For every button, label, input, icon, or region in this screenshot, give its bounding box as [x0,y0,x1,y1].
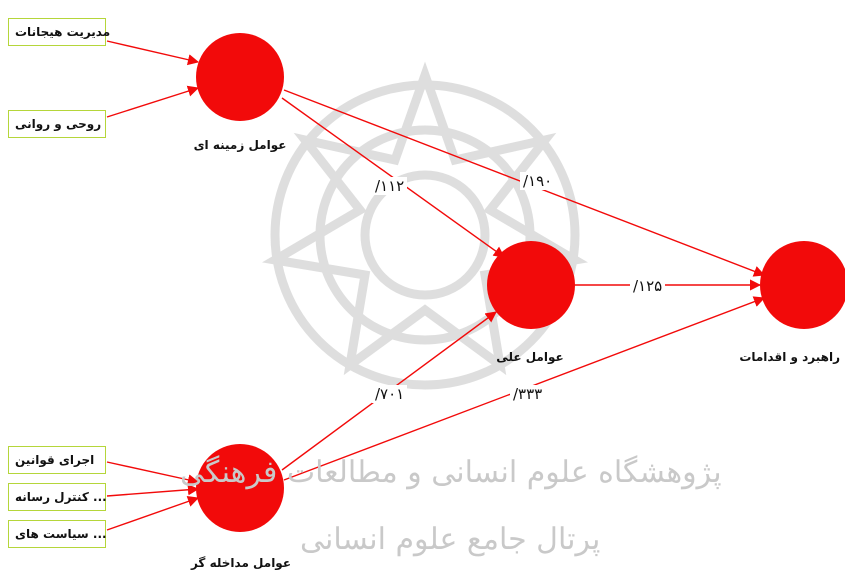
indicator-box-emotion-management: مدیریت هیجانات [8,18,110,46]
indicator-box-law-enforcement: اجرای قوانین [8,446,106,474]
construct-node-strategy [760,241,845,329]
watermark-emblem [262,61,588,390]
construct-node-causal [487,241,575,329]
construct-label-contextual: عوامل زمینه ای [193,138,287,152]
edge-ind5-to-intervening [106,496,200,531]
indicator-box-media-control: ... کنترل رسانه [8,483,107,511]
edge-ind3-to-intervening [106,461,200,486]
path-coefficient-intervening-to-causal: /۷۰۱ [372,385,408,403]
construct-node-intervening [196,444,284,532]
path-coefficient-context-to-causal: /۱۱۲ [372,177,408,195]
path-coefficient-intervening-to-strategy: /۳۳۳ [510,385,546,403]
edge-ind4-to-intervening [106,484,200,497]
edge-ind2-to-contextual [106,85,200,118]
watermark-text-institute: پژوهشگاه علوم انسانی و مطالعات فرهنگی [180,455,722,490]
construct-label-causal: عوامل علی [496,350,564,364]
watermark-text-portal: پرتال جامع علوم انسانی [300,522,601,557]
edges-layer [106,40,766,531]
path-coefficient-context-to-strategy: /۱۹۰ [520,172,556,190]
construct-label-strategy: راهبرد و اقدامات [739,350,840,364]
edge-ind1-to-contextual [106,40,200,66]
indicator-box-psychological: روحی و روانی [8,110,106,138]
construct-label-intervening: عوامل مداخله گر [190,556,292,570]
path-coefficient-causal-to-strategy: /۱۲۵ [630,277,666,295]
indicator-box-policies: ... سیاست های [8,520,107,548]
construct-node-contextual [196,33,284,121]
